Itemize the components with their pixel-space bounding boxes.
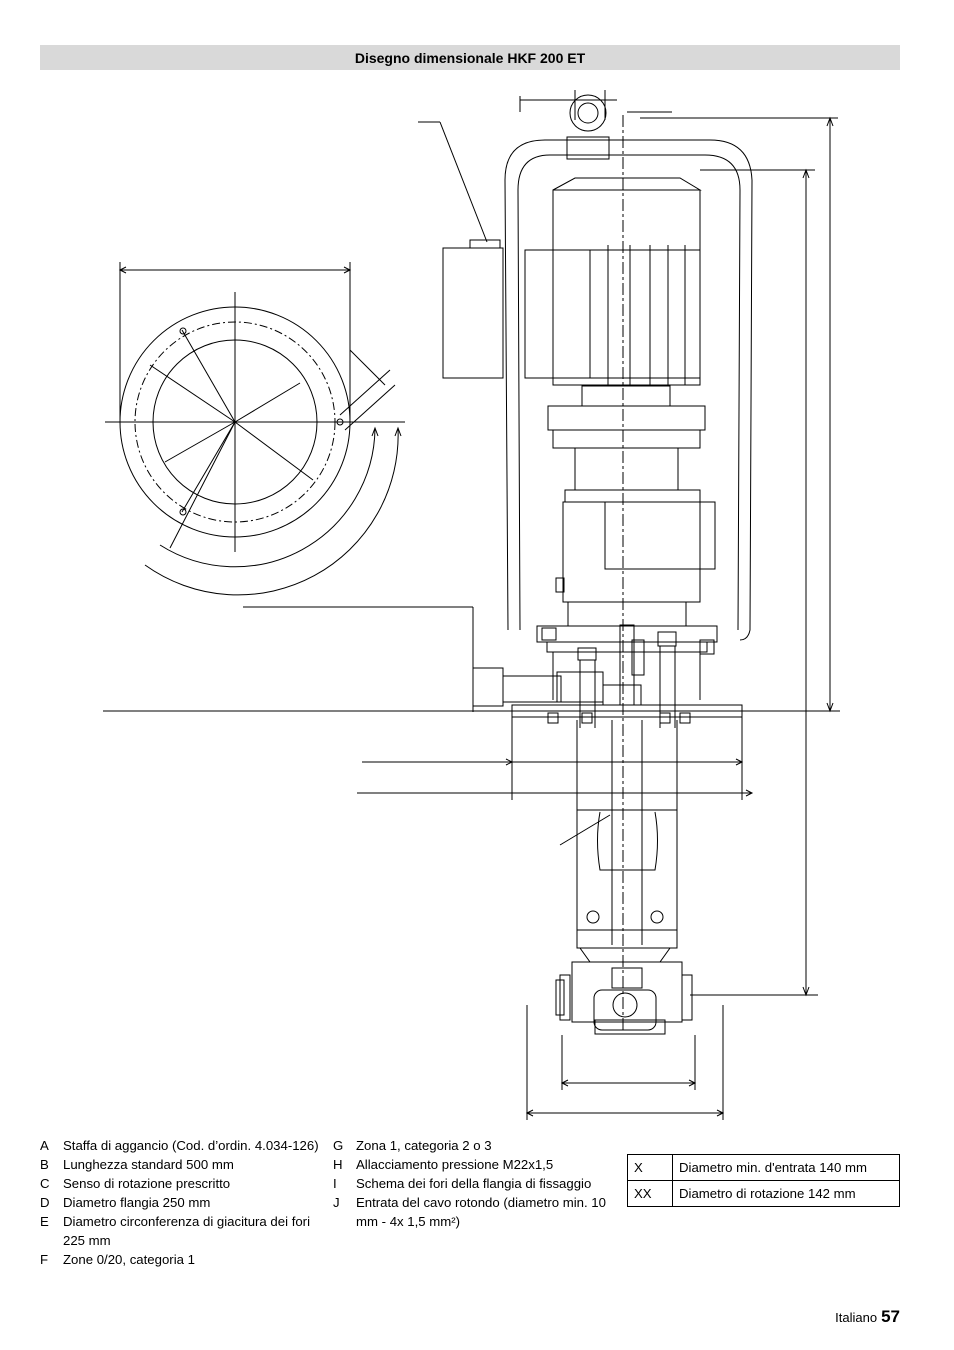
dimension-lines — [103, 90, 840, 1120]
table-row: X Diametro min. d'entrata 140 mm — [627, 1154, 900, 1181]
table-row: XX Diametro di rotazione 142 mm — [627, 1180, 900, 1207]
dimensional-drawing — [103, 90, 840, 1120]
page-title-text: Disegno dimensionale HKF 200 ET — [354, 49, 586, 66]
pump-body — [442, 94, 753, 1035]
abbr-text: Diametro di rotazione 142 mm — [672, 1180, 900, 1207]
flange-hole-pattern — [105, 262, 405, 596]
footer-language: Italiano — [835, 1310, 878, 1325]
page-number: 57 — [881, 1307, 900, 1326]
abbr-text: Diametro min. d'entrata 140 mm — [672, 1154, 900, 1181]
page-title: Disegno dimensionale HKF 200 ET — [40, 45, 900, 70]
abbr-key: X — [627, 1154, 673, 1181]
leader-lines — [243, 96, 672, 846]
abbr-key: XX — [627, 1180, 673, 1207]
abbreviation-table: X Diametro min. d'entrata 140 mm XX Diam… — [627, 1154, 900, 1207]
